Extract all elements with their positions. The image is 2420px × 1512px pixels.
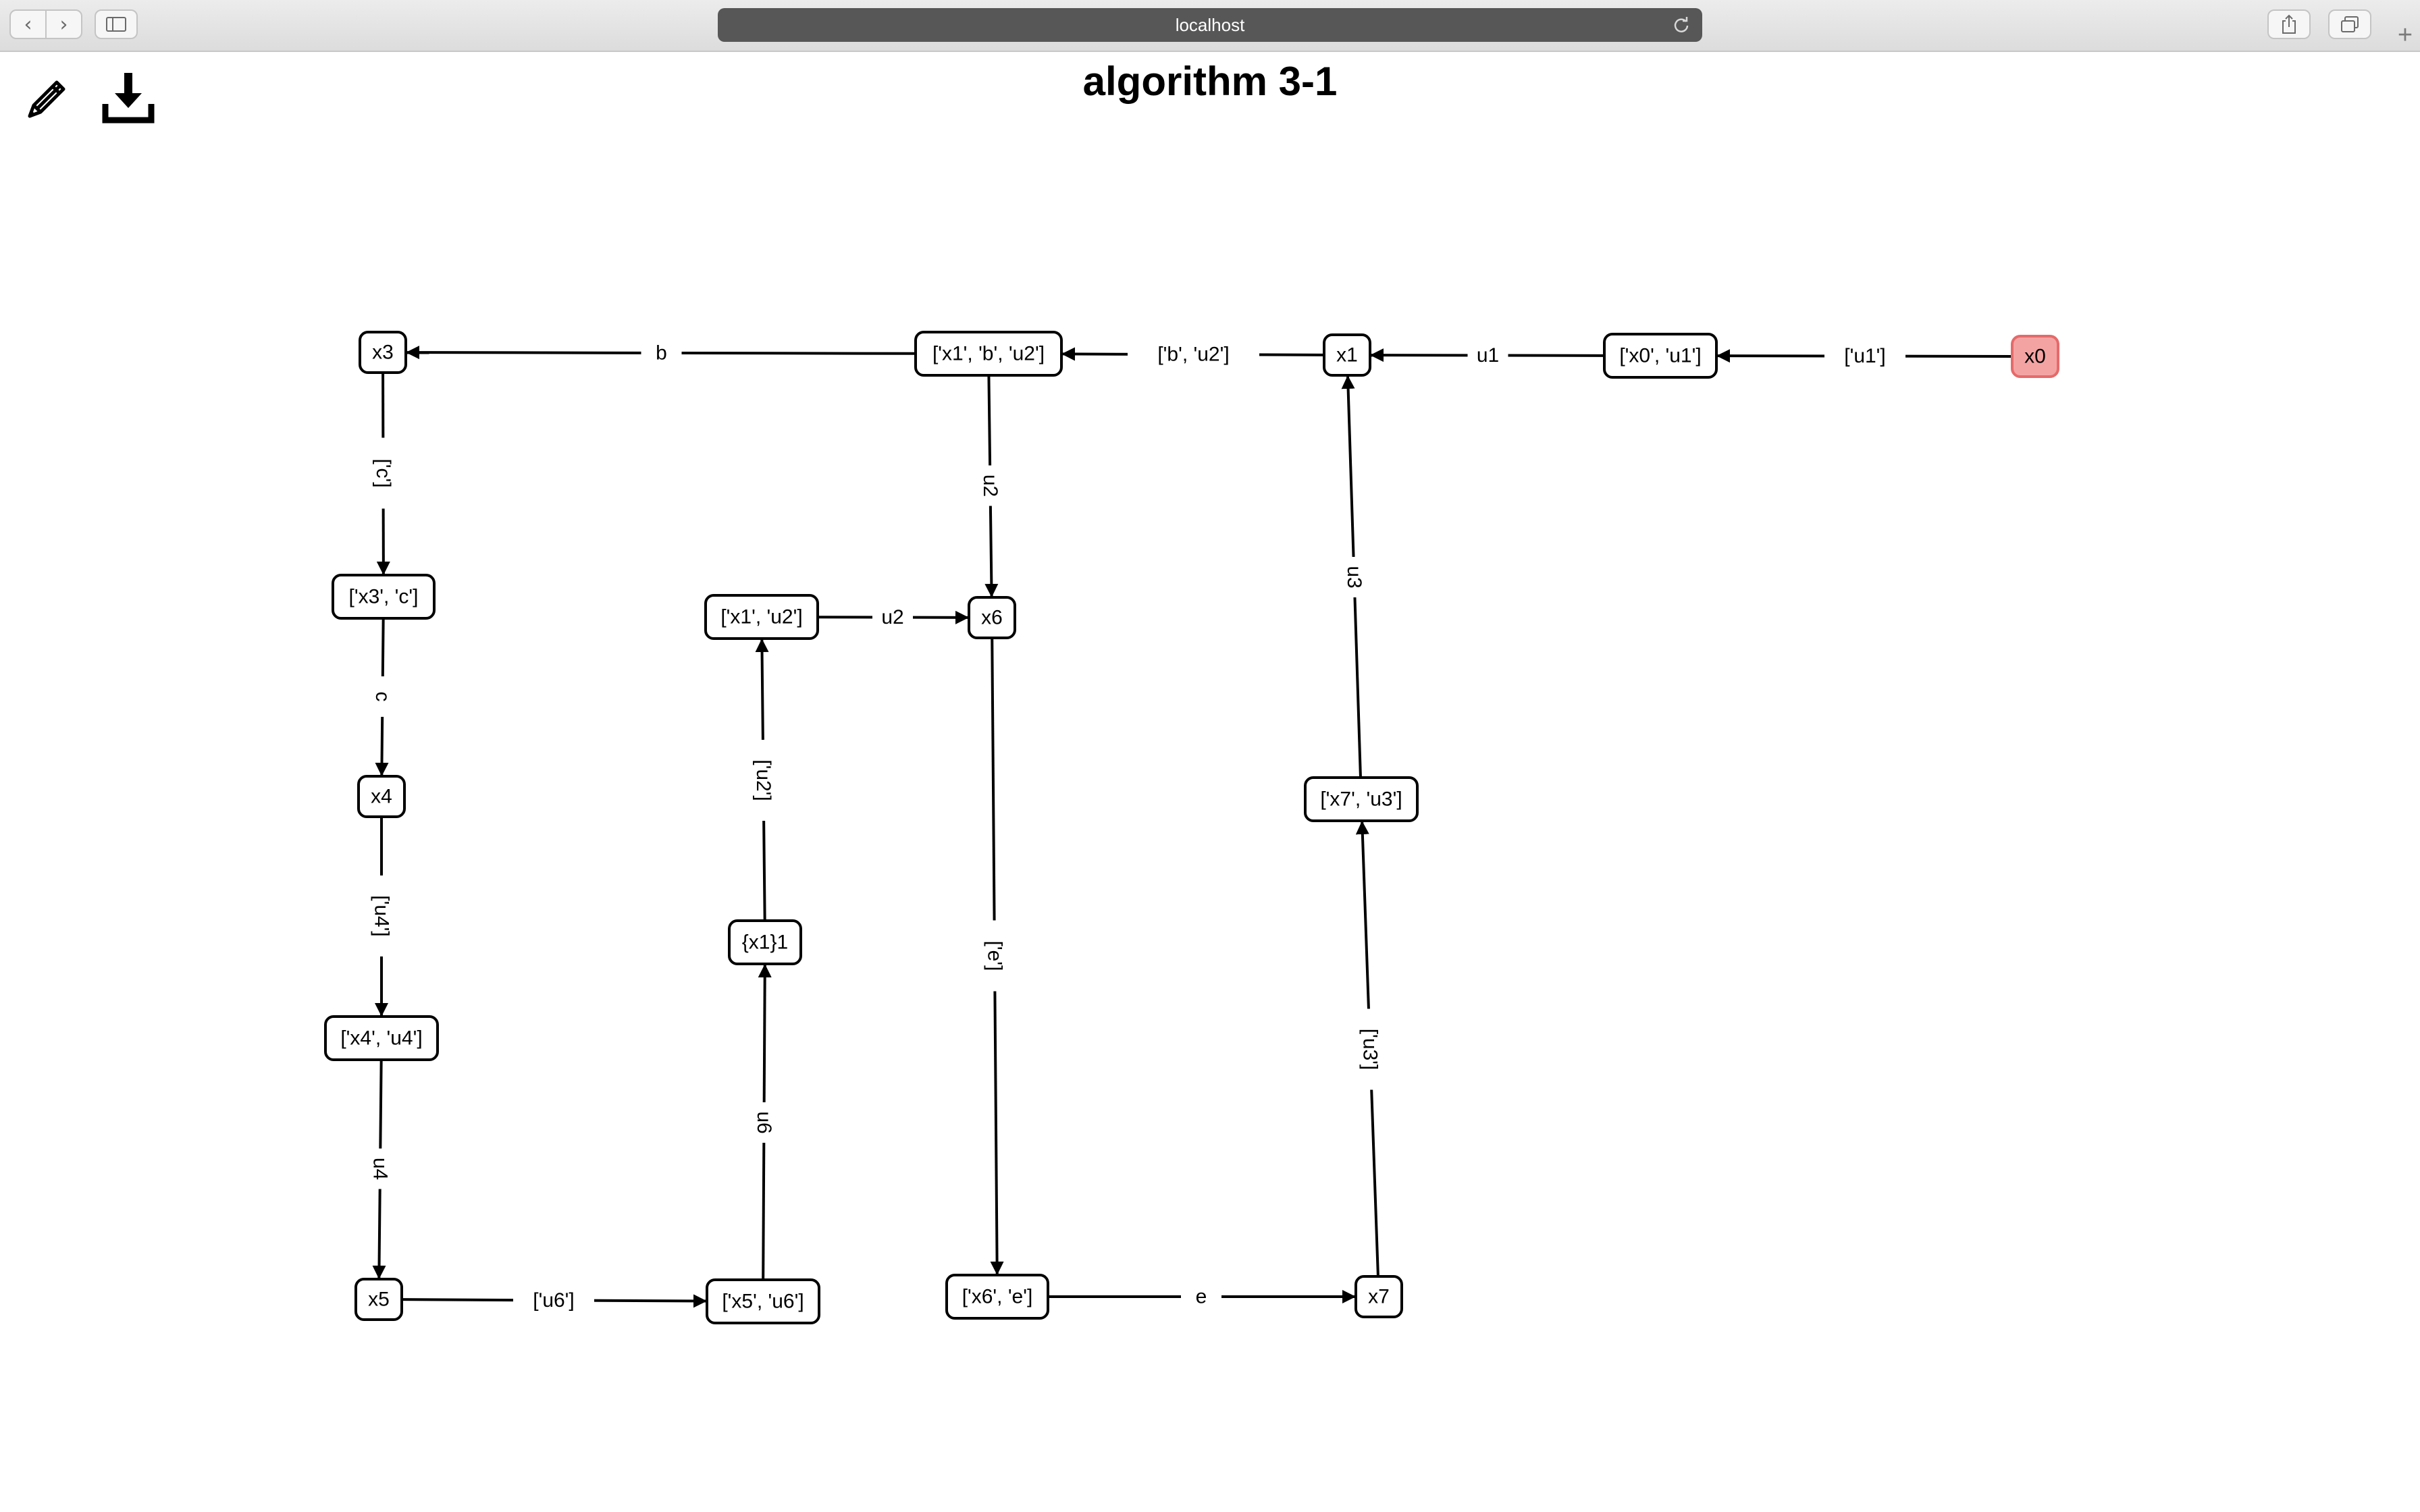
- graph-edge: ['c']: [369, 372, 397, 575]
- state-node[interactable]: x3: [359, 331, 407, 374]
- svg-text:u6: u6: [753, 1111, 775, 1133]
- browser-toolbar: ‹ › localhost +: [0, 0, 2420, 52]
- svg-text:['u3']: ['u3']: [1359, 1029, 1382, 1071]
- svg-text:x5: x5: [368, 1289, 390, 1311]
- chevron-left-icon[interactable]: ‹: [24, 12, 32, 36]
- graph-edge: u1: [1370, 342, 1605, 369]
- history-nav: ‹ ›: [9, 9, 82, 39]
- sidebar-icon[interactable]: [95, 9, 138, 39]
- state-node[interactable]: {x1}1: [728, 919, 802, 965]
- state-node[interactable]: x7: [1354, 1275, 1403, 1318]
- edge-label: u4: [367, 1148, 394, 1189]
- svg-text:x4: x4: [371, 786, 392, 808]
- edge-label: e: [1181, 1283, 1221, 1310]
- state-node[interactable]: x6: [968, 596, 1016, 639]
- state-node[interactable]: x4: [357, 775, 406, 818]
- svg-text:x0: x0: [2024, 346, 2046, 368]
- svg-text:x6: x6: [981, 607, 1003, 629]
- state-node[interactable]: ['x1', 'u2']: [704, 594, 819, 640]
- graph-edge: ['u2']: [749, 639, 777, 921]
- svg-text:{x1}1: {x1}1: [742, 932, 788, 954]
- reload-icon[interactable]: [1673, 16, 1690, 34]
- edge-label: u6: [750, 1102, 778, 1143]
- svg-text:['x4', 'u4']: ['x4', 'u4']: [340, 1027, 422, 1050]
- svg-text:['x7', 'u3']: ['x7', 'u3']: [1320, 788, 1402, 811]
- edge-label: ['u2']: [749, 740, 777, 821]
- graph-edge: ['u6']: [401, 1287, 707, 1314]
- graph-edge: u4: [367, 1059, 394, 1279]
- graph-edge: e: [1048, 1283, 1356, 1310]
- svg-text:u2: u2: [881, 606, 903, 628]
- edge-label: ['u4']: [368, 875, 395, 956]
- page-title: algorithm 3-1: [1082, 59, 1338, 104]
- share-icon[interactable]: [2267, 9, 2311, 39]
- state-node[interactable]: ['x0', 'u1']: [1603, 333, 1718, 379]
- graph-edge: u2: [976, 375, 1004, 597]
- svg-text:['x1', 'b', 'u2']: ['x1', 'b', 'u2']: [932, 343, 1045, 365]
- graph-edge: u6: [750, 964, 778, 1280]
- graph-edge: ['u1']: [1716, 342, 2013, 370]
- state-node[interactable]: ['x6', 'e']: [945, 1274, 1049, 1320]
- state-node[interactable]: ['x3', 'c']: [332, 574, 436, 620]
- svg-text:b: b: [656, 342, 667, 364]
- edge-label: ['e']: [980, 920, 1008, 992]
- graph-edge: u2: [817, 603, 969, 631]
- svg-text:['u4']: ['u4']: [371, 895, 393, 937]
- graph-edge: ['u3']: [1355, 821, 1384, 1277]
- svg-text:['u6']: ['u6']: [533, 1289, 575, 1312]
- svg-text:u2: u2: [979, 475, 1001, 497]
- edge-label: ['u6']: [513, 1287, 594, 1314]
- edge-label: ['b', 'u2']: [1128, 341, 1259, 369]
- state-node[interactable]: ['x4', 'u4']: [324, 1015, 439, 1061]
- svg-text:u3: u3: [1343, 566, 1365, 588]
- svg-text:['c']: ['c']: [372, 458, 394, 487]
- state-node[interactable]: ['x1', 'b', 'u2']: [914, 331, 1063, 377]
- svg-text:x1: x1: [1336, 344, 1358, 367]
- edge-label: u2: [976, 465, 1004, 506]
- svg-text:u1: u1: [1477, 344, 1499, 367]
- svg-text:['x5', 'u6']: ['x5', 'u6']: [722, 1291, 804, 1313]
- svg-text:['b', 'u2']: ['b', 'u2']: [1157, 344, 1229, 366]
- url-text: localhost: [1175, 14, 1245, 35]
- chevron-right-icon[interactable]: ›: [45, 11, 81, 38]
- svg-text:['x0', 'u1']: ['x0', 'u1']: [1619, 345, 1701, 367]
- graph-edge: u3: [1340, 375, 1368, 778]
- tabs-icon[interactable]: [2328, 9, 2371, 39]
- edge-label: u1: [1467, 342, 1508, 369]
- graph-edge: ['e']: [980, 637, 1008, 1275]
- edge-label: b: [641, 339, 682, 367]
- svg-text:e: e: [1196, 1286, 1207, 1308]
- svg-text:c: c: [371, 692, 394, 702]
- edge-label: ['u1']: [1824, 342, 1905, 370]
- state-node[interactable]: x5: [354, 1278, 403, 1321]
- graph-edge: ['b', 'u2']: [1061, 341, 1325, 369]
- initial-state-node[interactable]: x0: [2011, 335, 2059, 378]
- state-node[interactable]: x1: [1323, 333, 1371, 377]
- new-tab-button[interactable]: +: [2397, 20, 2413, 49]
- svg-text:['e']: ['e']: [983, 941, 1005, 971]
- graph-edge: b: [406, 339, 916, 367]
- svg-text:['u2']: ['u2']: [752, 759, 774, 801]
- svg-text:x7: x7: [1368, 1286, 1390, 1308]
- graph-edge: ['u4']: [368, 817, 395, 1017]
- pencil-icon[interactable]: [24, 73, 73, 122]
- edge-label: ['u3']: [1357, 1008, 1384, 1090]
- state-node[interactable]: ['x7', 'u3']: [1304, 776, 1419, 822]
- svg-text:['u1']: ['u1']: [1844, 345, 1886, 367]
- address-bar[interactable]: localhost: [718, 8, 1702, 42]
- svg-text:x3: x3: [372, 342, 394, 364]
- svg-text:u4: u4: [369, 1158, 392, 1180]
- download-icon[interactable]: [101, 70, 155, 124]
- edge-label: c: [369, 676, 396, 717]
- svg-text:['x1', 'u2']: ['x1', 'u2']: [720, 606, 802, 628]
- edge-label: ['c']: [369, 437, 397, 509]
- graph-edge: c: [369, 618, 396, 776]
- state-node[interactable]: ['x5', 'u6']: [706, 1278, 820, 1324]
- edge-label: u3: [1340, 557, 1368, 597]
- edge-label: u2: [872, 603, 913, 631]
- svg-text:['x6', 'e']: ['x6', 'e']: [962, 1286, 1033, 1308]
- svg-text:['x3', 'c']: ['x3', 'c']: [349, 586, 419, 608]
